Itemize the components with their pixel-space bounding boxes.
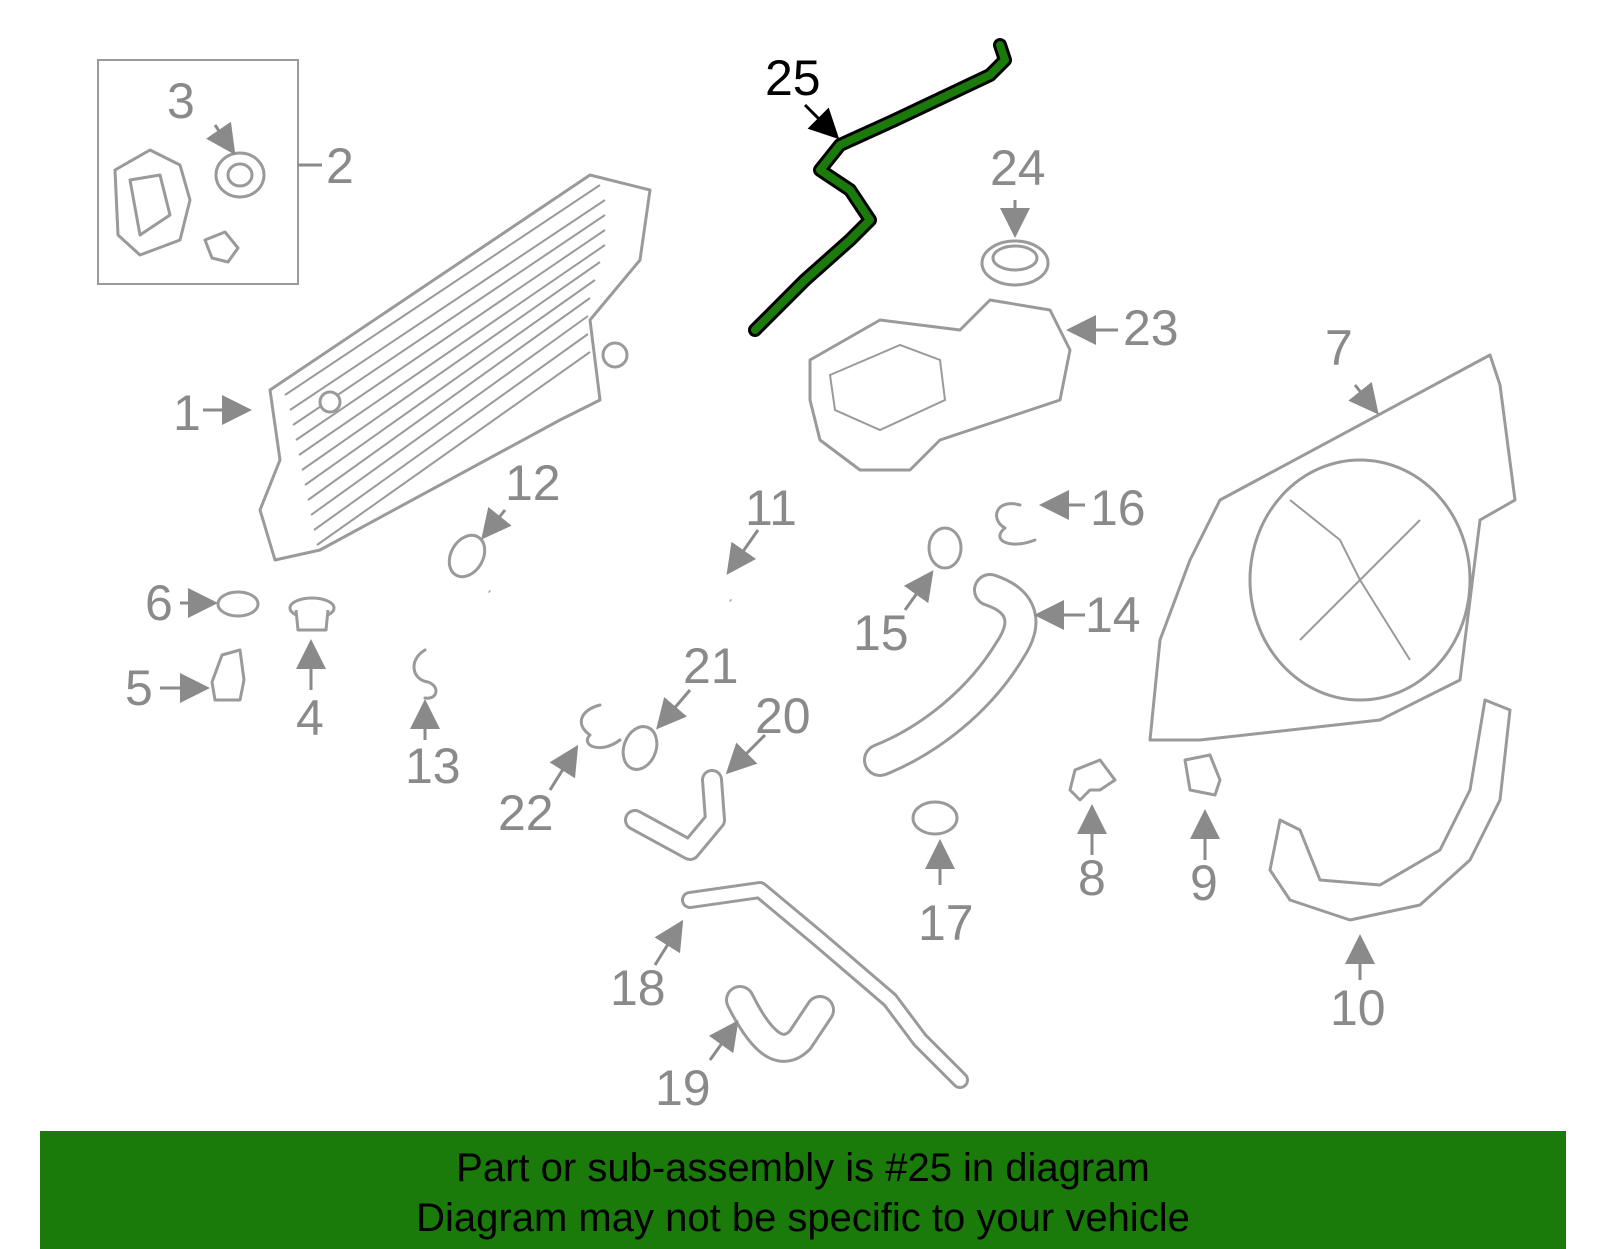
- callout-11: 11: [745, 480, 797, 536]
- part-15-seal: [903, 526, 963, 611]
- callout-21: 21: [683, 638, 739, 694]
- banner-line-1: Part or sub-assembly is #25 in diagram: [456, 1146, 1150, 1190]
- callout-12: 12: [505, 455, 561, 511]
- info-banner: Part or sub-assembly is #25 in diagram D…: [40, 1131, 1566, 1249]
- callout-23: 23: [1123, 300, 1179, 356]
- part-13-clamp: [410, 648, 440, 740]
- part-8-bolt: [1068, 758, 1117, 855]
- callout-22: 22: [498, 785, 554, 841]
- part-2-thermostat-kit: [97, 59, 322, 285]
- part-6-o-ring: [180, 588, 260, 618]
- callout-5: 5: [125, 660, 153, 716]
- part-16-clamp: [995, 490, 1085, 546]
- part-9-bracket: [1183, 753, 1222, 860]
- part-14-hose: [863, 573, 1085, 777]
- callout-6: 6: [145, 575, 173, 631]
- callout-7: 7: [1325, 320, 1353, 376]
- callout-19: 19: [655, 1060, 711, 1116]
- callout-15: 15: [853, 605, 909, 661]
- callout-labels: 1 2 3 4 5 6 7 8 9 10 11 12 13 14 15 16 1…: [125, 50, 1386, 1116]
- part-23-reservoir: [808, 298, 1118, 472]
- callout-25: 25: [765, 50, 821, 106]
- callout-16: 16: [1090, 480, 1146, 536]
- part-1-radiator: [203, 173, 652, 562]
- part-5-sensor: [160, 648, 246, 703]
- part-18-hose-assembly: [653, 881, 969, 1089]
- part-24-reservoir-cap: [980, 200, 1050, 287]
- callout-8: 8: [1078, 850, 1106, 906]
- callout-4: 4: [296, 690, 324, 746]
- callout-10: 10: [1330, 980, 1386, 1036]
- callout-18: 18: [610, 960, 666, 1016]
- callout-1: 1: [173, 385, 201, 441]
- part-25-hose-highlighted: [748, 38, 1012, 337]
- part-17-clamp: [911, 800, 959, 885]
- part-19-hose: [708, 985, 835, 1063]
- callout-14: 14: [1085, 587, 1141, 643]
- part-7-fan-shroud: [1148, 353, 1517, 742]
- banner-line-2: Diagram may not be specific to your vehi…: [416, 1196, 1190, 1240]
- part-21-seal: [621, 689, 692, 771]
- callout-13: 13: [405, 738, 461, 794]
- callout-17: 17: [918, 895, 974, 951]
- part-20-fitting: [624, 733, 767, 861]
- part-22-clamp: [548, 703, 622, 791]
- part-12-seal: [447, 506, 512, 579]
- callout-9: 9: [1190, 855, 1218, 911]
- callout-2: 2: [326, 138, 354, 194]
- callout-20: 20: [755, 688, 811, 744]
- part-10-lower-shroud: [1268, 698, 1512, 980]
- part-11-hose: [484, 529, 760, 629]
- callout-24: 24: [990, 140, 1046, 196]
- callout-3: 3: [167, 73, 195, 129]
- part-4-drain-plug: [288, 596, 336, 690]
